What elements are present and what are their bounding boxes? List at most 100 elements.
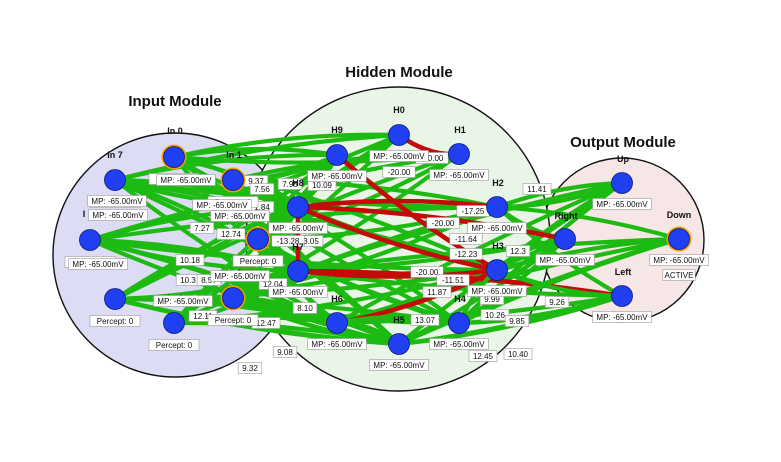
weight-label: 9.26 <box>544 296 570 308</box>
weight-label-text: -12.23 <box>455 250 478 259</box>
neuron-node[interactable] <box>79 229 101 251</box>
neuron-node[interactable] <box>486 259 508 281</box>
weight-label-text: 11.87 <box>427 288 447 297</box>
weight-label-text: 10.26 <box>485 311 506 320</box>
weight-label-text: 1.84 <box>254 203 270 212</box>
neuron-node[interactable] <box>668 228 690 250</box>
neuron-node[interactable] <box>486 196 508 218</box>
membrane-potential-label-text: MP: -65.00mV <box>157 297 209 306</box>
weight-label-box <box>468 350 498 362</box>
weight-label-box <box>249 183 275 195</box>
membrane-potential-label: MP: -65.00mV <box>307 338 367 350</box>
neuron-node[interactable] <box>163 146 185 168</box>
weight-label-box <box>426 217 460 229</box>
neuron-in-5[interactable]: Percept: 0MP: -65.00mV <box>68 258 141 327</box>
neuron-node[interactable] <box>222 169 244 191</box>
membrane-potential-label: MP: -65.00mV <box>592 311 652 323</box>
membrane-potential-label-box <box>429 169 489 181</box>
neuron-name: H1 <box>454 125 466 135</box>
neuron-node[interactable] <box>448 143 470 165</box>
weight-label-box <box>410 314 440 326</box>
membrane-potential-label: MP: -65.00mV <box>429 338 489 350</box>
neuron-node[interactable] <box>287 260 309 282</box>
weight-label-text: 7.56 <box>254 185 270 194</box>
hidden-module-title: Hidden Module <box>345 64 453 81</box>
neuron-node[interactable] <box>247 228 269 250</box>
neuron-in-2[interactable]: In 2Percept: 0MP: -65.00mV <box>210 209 284 267</box>
weight-label-box <box>271 235 305 247</box>
neuron-node[interactable] <box>611 285 633 307</box>
neuron-in-0[interactable]: In 0Percept: 0MP: -65.00mV <box>148 126 216 186</box>
membrane-potential-label-text: MP: -65.00mV <box>373 361 425 370</box>
weight-label: 11.87 <box>422 286 452 298</box>
neuron-node[interactable] <box>448 312 470 334</box>
weight-label-box <box>504 315 530 327</box>
membrane-potential-label: MP: -65.00mV <box>429 169 489 181</box>
weight-label-box <box>189 222 215 234</box>
neuron-in-1[interactable]: In 1Percept: 0MP: -65.00mV <box>192 150 259 211</box>
neuron-node[interactable] <box>611 172 633 194</box>
membrane-potential-label: MP: -65.00mV <box>88 209 148 221</box>
weight-label: 9.32 <box>237 362 263 374</box>
membrane-potential-label-text: MP: -65.00mV <box>433 171 485 180</box>
membrane-potential-label: MP: -65.00mV <box>153 295 213 307</box>
synapse-edge <box>334 180 625 326</box>
neuron-in-7[interactable]: In 7Percept: 0MP: -65.00mV <box>87 150 147 208</box>
weight-label-text: 9.37 <box>248 177 264 186</box>
neuron-node[interactable] <box>388 333 410 355</box>
membrane-potential-label-text: MP: -65.00mV <box>214 212 266 221</box>
weight-label-text: 10.3 <box>180 276 196 285</box>
neuron-node[interactable] <box>326 312 348 334</box>
weight-label-text: 9.08 <box>277 348 293 357</box>
neuron-node[interactable] <box>388 124 410 146</box>
membrane-potential-label-box <box>307 170 367 182</box>
weight-label-text: 9.26 <box>549 298 565 307</box>
neuron-in-4[interactable]: In 4Percept: 0MP: -65.00mV <box>148 293 213 351</box>
output-module-title: Output Module <box>570 134 676 151</box>
neuron-node[interactable] <box>104 169 126 191</box>
membrane-potential-label-box <box>88 209 148 221</box>
weight-label-text: 8.57 <box>201 276 217 285</box>
weight-label: -11.64 <box>449 233 483 245</box>
active-status-label: ACTIVE <box>662 269 696 281</box>
membrane-potential-label-text: MP: -65.00mV <box>539 256 591 265</box>
membrane-potential-label-text: MP: -65.00mV <box>160 176 212 185</box>
weight-label-text: 11.41 <box>527 185 547 194</box>
membrane-potential-label-box <box>592 198 652 210</box>
membrane-potential-label-text: MP: -65.00mV <box>214 272 266 281</box>
membrane-potential-label-box <box>535 254 595 266</box>
neuron-name: H3 <box>492 241 504 251</box>
neuron-node[interactable] <box>287 196 309 218</box>
neuron-node[interactable] <box>163 312 185 334</box>
weight-label-text: 10.18 <box>180 256 201 265</box>
neuron-node[interactable] <box>104 288 126 310</box>
membrane-potential-label-text: MP: -65.00mV <box>471 224 523 233</box>
membrane-potential-label-box <box>369 150 429 162</box>
weight-label-box <box>505 245 531 257</box>
weight-label-box <box>449 248 483 260</box>
neuron-node[interactable] <box>222 287 244 309</box>
weight-label: 10.18 <box>175 254 205 266</box>
neuron-node[interactable] <box>326 144 348 166</box>
weight-label-box <box>410 266 444 278</box>
membrane-potential-label-box <box>592 311 652 323</box>
membrane-potential-label: MP: -65.00mV <box>535 254 595 266</box>
neuron-node[interactable] <box>554 228 576 250</box>
neuron-in-3[interactable]: In 3Percept: 0MP: -65.00mV <box>207 268 270 326</box>
weight-label-text: 13.07 <box>415 316 436 325</box>
